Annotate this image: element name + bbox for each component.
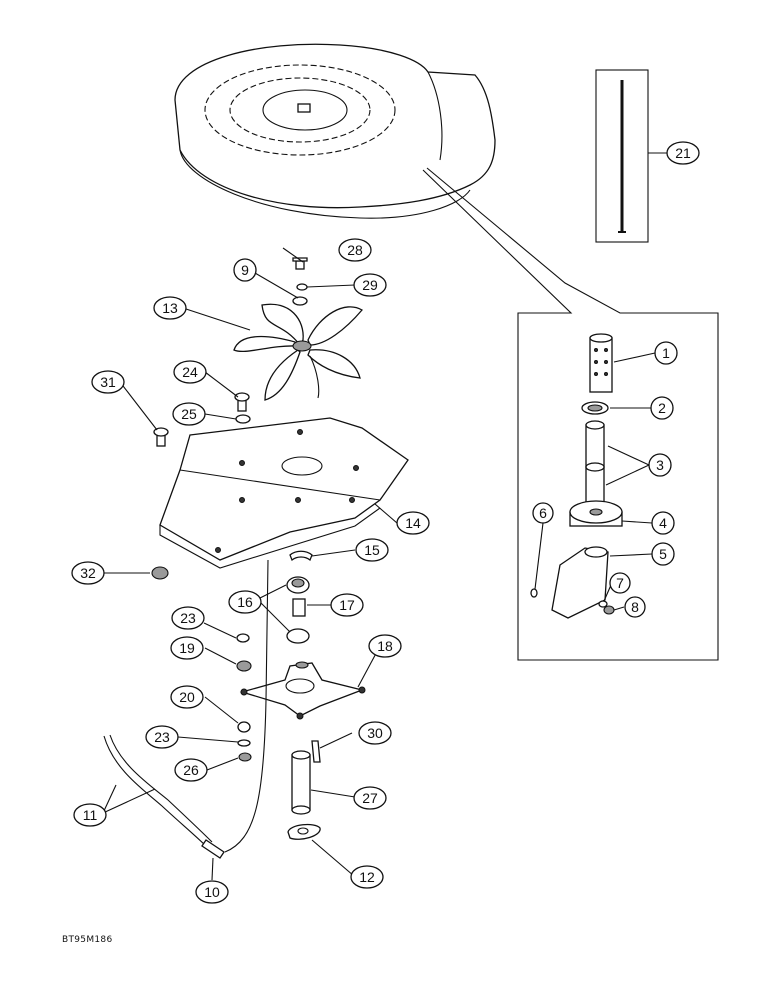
callout-25: 25 — [172, 402, 206, 426]
svg-text:9: 9 — [241, 262, 249, 278]
callout-10: 10 — [195, 880, 229, 904]
callout-24: 24 — [173, 360, 207, 384]
spider-bracket — [239, 661, 366, 720]
callout-31: 31 — [91, 370, 125, 394]
callout-11: 11 — [73, 803, 107, 827]
callout-3: 3 — [648, 453, 672, 477]
mounting-plate — [159, 417, 409, 569]
svg-text:10: 10 — [204, 884, 220, 900]
svg-text:20: 20 — [179, 689, 195, 705]
callout-6: 6 — [532, 502, 554, 524]
svg-text:13: 13 — [162, 300, 178, 316]
svg-text:27: 27 — [362, 790, 378, 806]
svg-text:28: 28 — [347, 242, 363, 258]
svg-text:24: 24 — [182, 364, 198, 380]
callout-19: 19 — [170, 636, 204, 660]
svg-text:15: 15 — [364, 542, 380, 558]
callout-15: 15 — [355, 538, 389, 562]
svg-text:11: 11 — [83, 807, 98, 823]
callout-14: 14 — [396, 511, 430, 535]
svg-text:26: 26 — [183, 762, 199, 778]
callout-8: 8 — [624, 596, 646, 618]
blower-housing — [174, 43, 496, 219]
fan-blade — [233, 303, 363, 401]
svg-text:5: 5 — [659, 546, 667, 562]
svg-text:16: 16 — [237, 594, 253, 610]
callout-1: 1 — [654, 341, 678, 365]
svg-text:7: 7 — [616, 575, 624, 591]
callout-12: 12 — [350, 865, 384, 889]
part-21-box — [595, 69, 649, 243]
callout-5: 5 — [651, 542, 675, 566]
svg-text:25: 25 — [181, 406, 197, 422]
svg-text:29: 29 — [362, 277, 378, 293]
callout-26: 26 — [174, 758, 208, 782]
callout-20: 20 — [170, 685, 204, 709]
callout-30: 30 — [358, 721, 392, 745]
callout-18: 18 — [368, 634, 402, 658]
callout-23-upper: 23 — [171, 606, 205, 630]
hose-assembly — [103, 559, 269, 859]
callout-9: 9 — [233, 258, 257, 282]
svg-text:32: 32 — [80, 565, 96, 581]
svg-text:4: 4 — [659, 515, 667, 531]
callout-2: 2 — [650, 396, 674, 420]
callout-17: 17 — [330, 593, 364, 617]
svg-text:8: 8 — [631, 599, 639, 615]
callout-4: 4 — [651, 511, 675, 535]
svg-text:31: 31 — [100, 374, 116, 390]
callout-23-lower: 23 — [145, 725, 179, 749]
callout-7: 7 — [609, 572, 631, 594]
svg-text:18: 18 — [377, 638, 393, 654]
perforations — [594, 348, 608, 376]
callout-28: 28 — [338, 238, 372, 262]
svg-text:14: 14 — [405, 515, 421, 531]
svg-text:6: 6 — [539, 505, 547, 521]
callout-16: 16 — [228, 590, 262, 614]
callout-27: 27 — [353, 786, 387, 810]
callout-32: 32 — [71, 561, 105, 585]
figure-id: BT95M186 — [62, 935, 113, 945]
callout-13: 13 — [153, 296, 187, 320]
svg-text:2: 2 — [658, 400, 666, 416]
svg-text:19: 19 — [179, 640, 195, 656]
svg-text:23: 23 — [180, 610, 196, 626]
svg-text:21: 21 — [675, 145, 691, 161]
inset-detail-box — [422, 167, 719, 661]
svg-text:30: 30 — [367, 725, 383, 741]
svg-text:3: 3 — [656, 457, 664, 473]
svg-text:1: 1 — [662, 345, 670, 361]
callout-21: 21 — [666, 141, 700, 165]
small-hardware — [151, 257, 313, 762]
svg-text:12: 12 — [359, 869, 375, 885]
svg-text:17: 17 — [339, 597, 355, 613]
svg-text:23: 23 — [154, 729, 170, 745]
callout-29: 29 — [353, 273, 387, 297]
spindle — [287, 740, 321, 840]
